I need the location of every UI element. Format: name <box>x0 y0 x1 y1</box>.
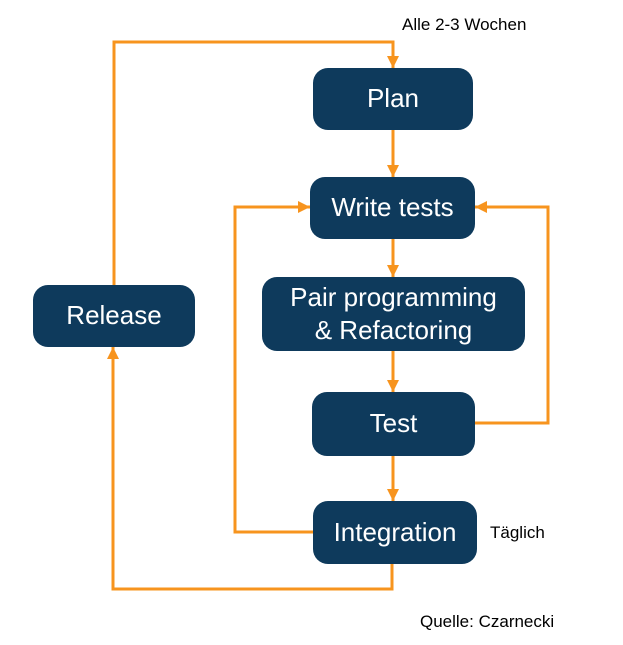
node-pair-programming: Pair programming & Refactoring <box>262 277 525 351</box>
arrow-test-to-write-tests <box>473 201 550 425</box>
node-release-label: Release <box>66 300 162 331</box>
arrow-integration-to-release <box>107 347 394 591</box>
arrow-integration-to-write-tests <box>233 201 313 534</box>
note-source: Quelle: Czarnecki <box>420 612 555 631</box>
note-daily-cycle: Täglich <box>490 523 545 542</box>
node-test-label: Test <box>369 408 418 439</box>
node-write-tests: Write tests <box>310 177 475 239</box>
node-plan-label: Plan <box>366 83 420 114</box>
node-plan: Plan <box>313 68 473 130</box>
node-integration-label: Integration <box>333 516 457 547</box>
node-pair-programming-label-line2: & Refactoring <box>314 315 473 345</box>
node-integration: Integration <box>313 501 477 564</box>
node-release: Release <box>33 285 195 347</box>
arrow-release-to-plan <box>112 40 399 285</box>
node-test: Test <box>312 392 475 456</box>
note-release-cycle: Alle 2-3 Wochen <box>402 15 527 34</box>
node-pair-programming-label-line1: Pair programming <box>290 281 497 312</box>
node-write-tests-label: Write tests <box>331 192 454 223</box>
